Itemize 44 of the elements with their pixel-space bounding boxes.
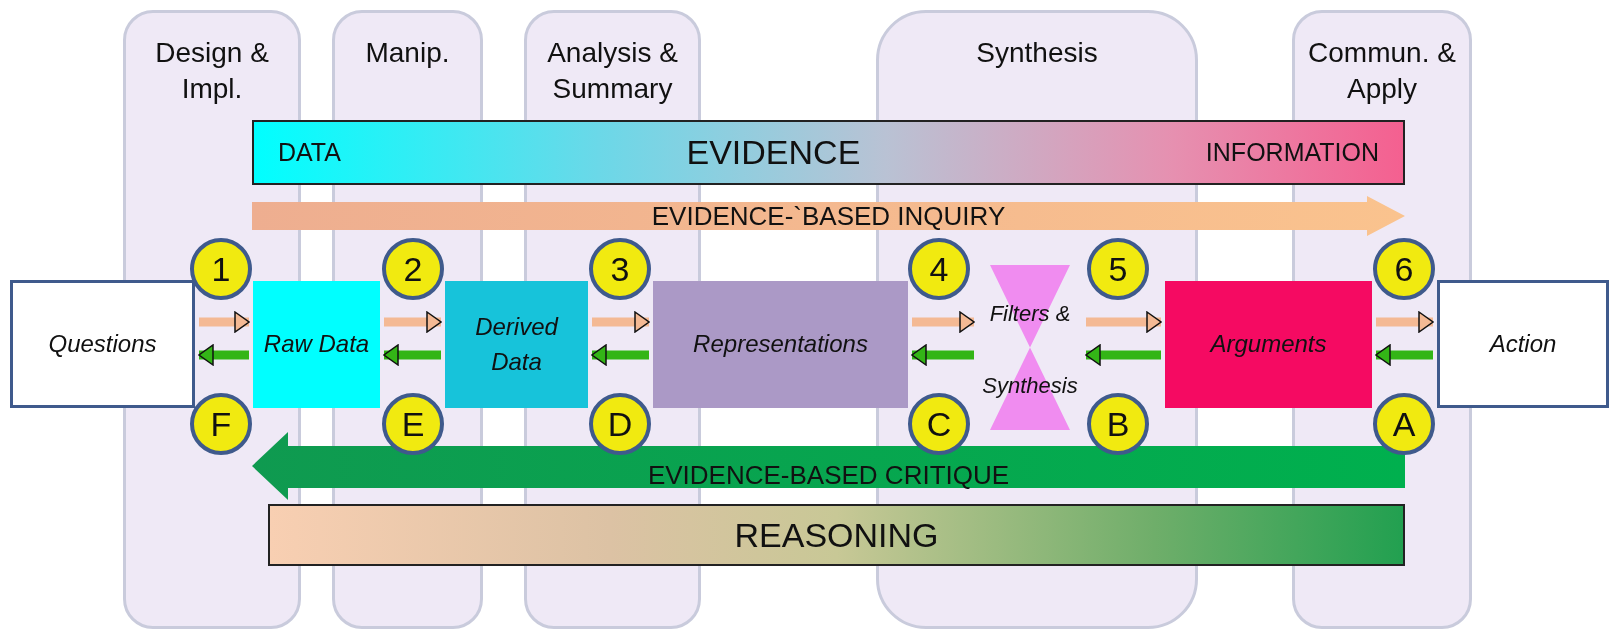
lane-heading: Design & Impl. — [154, 36, 270, 106]
step-circle: 5 — [1087, 238, 1149, 300]
end-box: Questions — [10, 280, 195, 408]
step-circle: 4 — [908, 238, 970, 300]
process-box: Derived Data — [445, 281, 588, 408]
lane-heading: Commun. & Apply — [1307, 36, 1457, 106]
step-circle: F — [190, 393, 252, 455]
arrow — [1375, 344, 1433, 366]
bar-label: EVIDENCE — [686, 133, 861, 172]
gradient-bar — [252, 120, 1405, 185]
arrow — [1086, 311, 1162, 333]
arrow — [1376, 311, 1434, 333]
node-label: Filters & Synthesis — [981, 299, 1079, 400]
arrow-label: EVIDENCE-BASED CRITIQUE — [647, 459, 1010, 491]
lane-heading: Analysis & Summary — [546, 36, 679, 106]
arrow — [198, 344, 249, 366]
step-circle: A — [1373, 393, 1435, 455]
arrow — [383, 344, 441, 366]
end-box: Action — [1437, 280, 1609, 408]
step-circle: 1 — [190, 238, 252, 300]
arrow — [1085, 344, 1161, 366]
step-circle: 2 — [382, 238, 444, 300]
step-circle: B — [1087, 393, 1149, 455]
bar-label: INFORMATION — [1205, 138, 1379, 167]
arrow — [384, 311, 442, 333]
step-circle: D — [589, 393, 651, 455]
arrow — [911, 344, 974, 366]
step-circle: 6 — [1373, 238, 1435, 300]
process-box: Raw Data — [253, 281, 380, 408]
arrow — [199, 311, 250, 333]
process-box: Representations — [653, 281, 908, 408]
direction-banner — [252, 196, 1405, 236]
gradient-bar: REASONING — [268, 504, 1405, 566]
step-circle: 3 — [589, 238, 651, 300]
step-circle: C — [908, 393, 970, 455]
lane-heading: Synthesis — [975, 36, 1099, 70]
arrow — [592, 311, 650, 333]
step-circle: E — [382, 393, 444, 455]
bar-label: DATA — [278, 138, 341, 167]
process-box: Arguments — [1165, 281, 1372, 408]
arrow — [591, 344, 649, 366]
arrow — [912, 311, 975, 333]
arrow-label: EVIDENCE-`BASED INQUIRY — [651, 200, 1006, 232]
lane-heading: Manip. — [364, 36, 451, 70]
